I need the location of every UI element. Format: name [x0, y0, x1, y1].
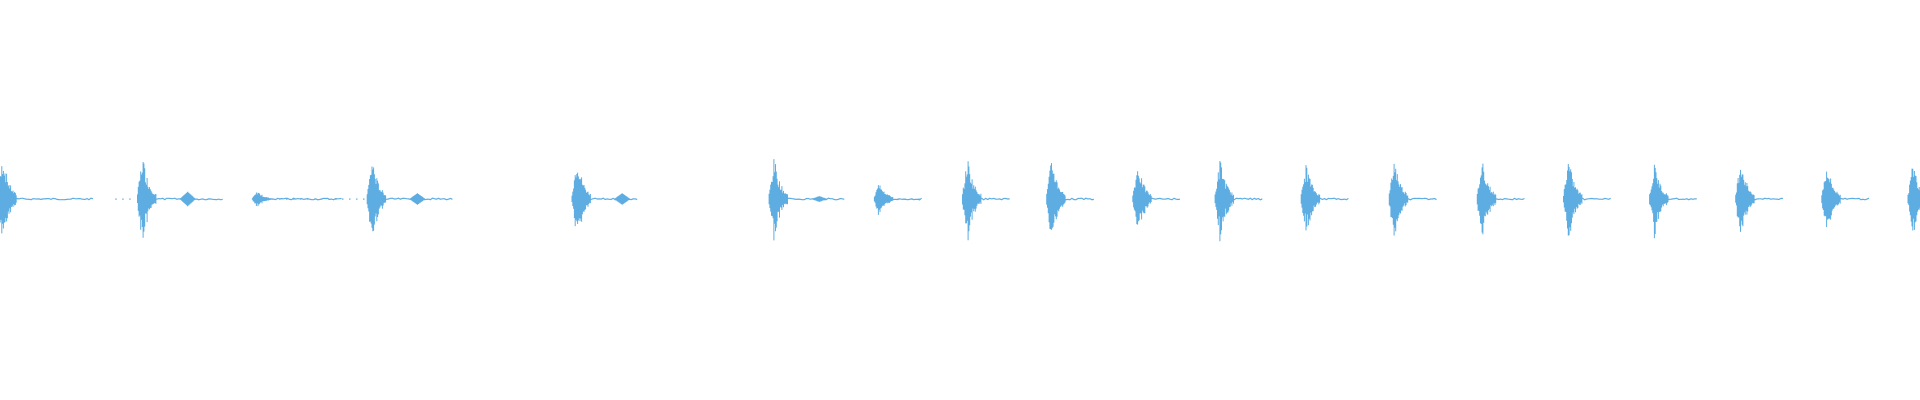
waveform-tail: [1746, 197, 1783, 201]
waveform-tail: [1225, 197, 1263, 201]
waveform-tail: [973, 197, 1010, 201]
waveform-burst: [0, 166, 17, 234]
waveform-burst: [1563, 164, 1583, 236]
waveform-burst: [1132, 171, 1152, 225]
waveform-noise-dot: [286, 198, 288, 200]
waveform-burst: [1649, 164, 1669, 239]
waveform-tail-bump: [180, 191, 196, 207]
waveform-noise-dot: [363, 198, 365, 200]
waveform-tail: [1660, 197, 1697, 201]
waveform-noise-dot: [307, 198, 309, 200]
waveform-noise-dot: [300, 198, 302, 200]
waveform-tail: [779, 197, 845, 201]
waveform-burst: [1735, 169, 1755, 232]
waveform-burst: [962, 161, 982, 241]
waveform-burst: [1046, 163, 1066, 230]
waveform-tail: [8, 197, 94, 201]
waveform-tail: [1057, 197, 1094, 201]
waveform-trace: [0, 159, 1920, 242]
waveform-noise-dot: [279, 198, 281, 200]
waveform-tail-bump: [409, 193, 425, 205]
waveform-noise-dot: [904, 198, 906, 200]
waveform-noise-dot: [328, 198, 330, 200]
waveform-tail: [885, 197, 922, 201]
waveform-noise-dot: [321, 198, 323, 200]
waveform-tail: [1574, 197, 1611, 201]
waveform-noise-dot: [265, 198, 267, 200]
waveform-noise-dot: [293, 198, 295, 200]
waveform-tail: [1311, 197, 1349, 201]
waveform-noise-dot: [349, 198, 351, 200]
waveform-noise-dot: [272, 198, 274, 200]
waveform-noise-dot: [129, 198, 131, 200]
waveform-noise-dot: [890, 198, 892, 200]
waveform-noise-dot: [314, 198, 316, 200]
waveform-noise-dot: [115, 198, 117, 200]
waveform-burst: [1388, 163, 1409, 236]
waveform-noise-dot: [342, 198, 344, 200]
waveform-burst: [251, 192, 272, 207]
waveform-tail-bump: [811, 196, 827, 202]
waveform-noise-dot: [122, 198, 124, 200]
waveform-noise-dot: [897, 198, 899, 200]
waveform-tail: [263, 197, 342, 201]
waveform-burst: [873, 185, 894, 215]
waveform-tail: [1487, 197, 1525, 201]
waveform-tail-bump: [614, 193, 630, 205]
waveform-noise-dot: [335, 198, 337, 200]
waveform-burst: [571, 172, 591, 227]
waveform-burst: [1907, 168, 1920, 231]
waveform-burst: [1214, 161, 1234, 242]
waveform-noise-dot: [918, 198, 920, 200]
waveform-noise-dot: [883, 198, 885, 200]
waveform-noise-dot: [911, 198, 913, 200]
waveform-tail: [1832, 197, 1870, 201]
waveform-noise-dot: [356, 198, 358, 200]
waveform-tail: [1143, 197, 1181, 201]
waveform-burst: [1300, 165, 1321, 231]
waveform-tail: [1399, 197, 1437, 201]
